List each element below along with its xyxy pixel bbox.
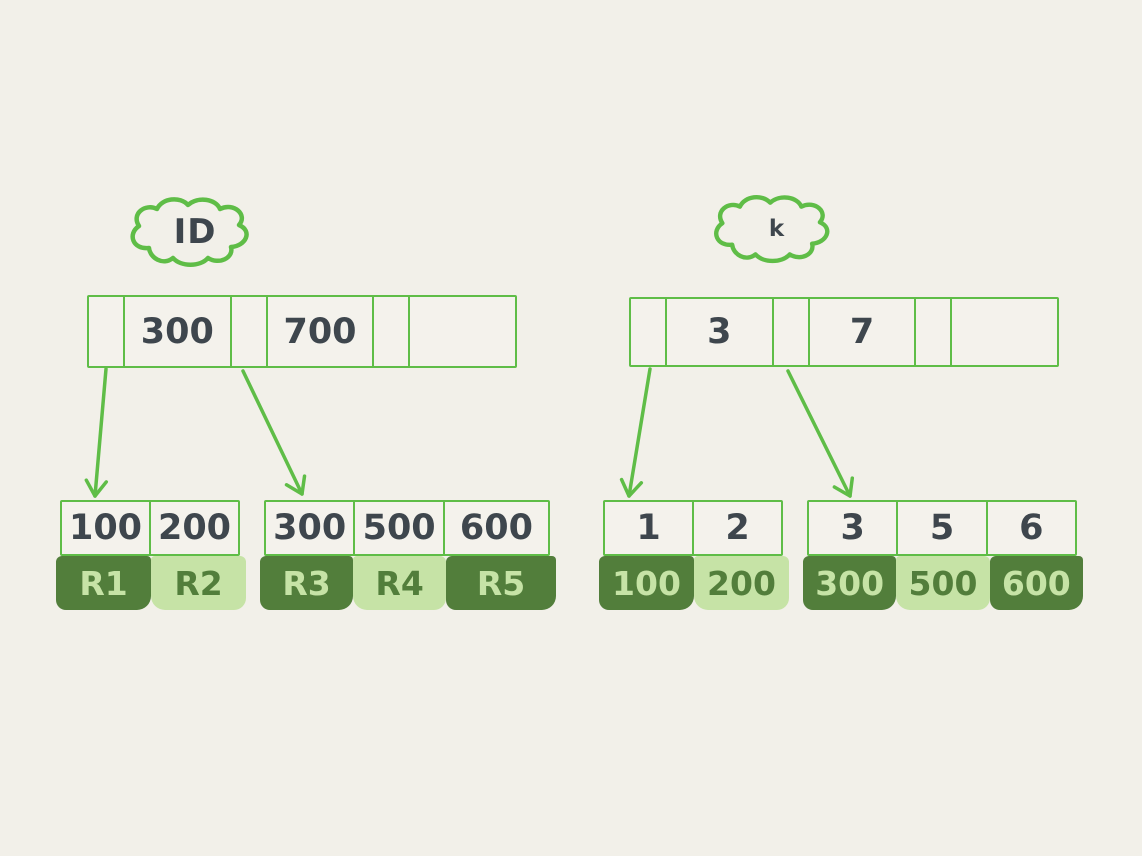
right-index-label: k	[768, 216, 786, 242]
internal-cell	[410, 297, 515, 366]
leaf-key: 6	[1019, 508, 1044, 548]
right-leaf-node-1-records: 100 200	[599, 556, 789, 610]
left-index-label: ID	[173, 212, 217, 252]
arrow-right-leaf1	[619, 367, 652, 498]
internal-cell	[774, 299, 810, 365]
internal-cell	[916, 299, 953, 365]
internal-cell: 3	[667, 299, 774, 365]
record-pointer: R4	[353, 556, 447, 610]
right-leaf-node-2-records: 300 500 600	[803, 556, 1083, 610]
cloud-shape-icon	[714, 195, 830, 264]
right-leaf-node-2: 3 5 6	[807, 500, 1077, 556]
left-leaf-node-1-records: R1 R2	[56, 556, 246, 610]
leaf-key: 500	[355, 502, 445, 554]
record-pointer: R2	[151, 556, 246, 610]
internal-cell: 700	[268, 297, 375, 366]
leaf-key: 2	[725, 508, 750, 548]
leaf-key: 1	[605, 502, 694, 554]
leaf-key: 100	[62, 502, 151, 554]
record-pointer: 600	[989, 556, 1083, 610]
internal-cell	[232, 297, 268, 366]
internal-cell: 300	[125, 297, 232, 366]
internal-cell	[89, 297, 125, 366]
record-pointer: R3	[260, 556, 354, 610]
left-internal-node: 300 700	[87, 295, 517, 368]
internal-cell: 7	[810, 299, 917, 365]
arrow-left-leaf1	[84, 367, 109, 498]
arrow-right-leaf2	[786, 369, 855, 498]
record-pointer: 200	[694, 556, 789, 610]
internal-cell	[374, 297, 411, 366]
internal-cell	[952, 299, 1057, 365]
internal-cell	[631, 299, 667, 365]
left-leaf-node-1: 100 200	[60, 500, 240, 556]
record-pointer: 300	[803, 556, 897, 610]
record-pointer: R5	[446, 556, 556, 610]
record-pointer: 500	[896, 556, 990, 610]
leaf-key: 300	[266, 502, 356, 554]
arrow-left-leaf2	[241, 369, 307, 496]
record-pointer: R1	[56, 556, 151, 610]
record-pointer: 100	[599, 556, 694, 610]
left-leaf-node-2-records: R3 R4 R5	[260, 556, 556, 610]
leaf-key: 5	[898, 502, 988, 554]
leaf-key: 3	[809, 502, 899, 554]
right-leaf-node-1: 1 2	[603, 500, 783, 556]
cloud-shape-icon	[130, 197, 249, 267]
right-internal-node: 3 7	[629, 297, 1059, 367]
leaf-key: 200	[157, 508, 232, 548]
left-leaf-node-2: 300 500 600	[264, 500, 550, 556]
leaf-key: 600	[459, 508, 533, 548]
right-index-cloud: k	[704, 192, 850, 270]
left-index-cloud: ID	[122, 194, 268, 274]
